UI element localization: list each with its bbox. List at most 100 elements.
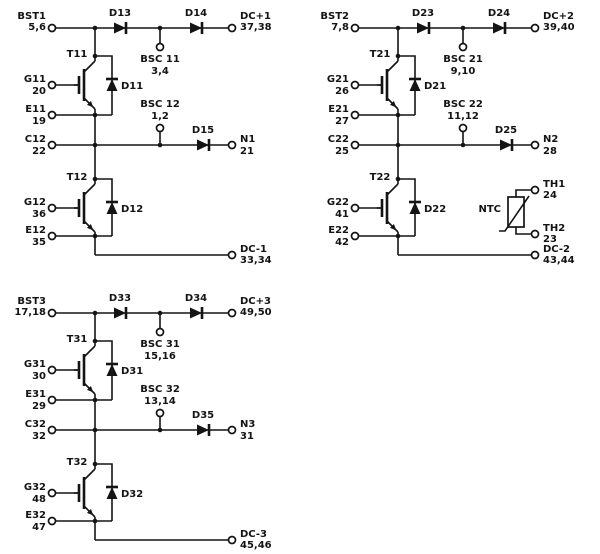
emitter-high-terminal-label: E31 bbox=[25, 389, 46, 400]
bst-terminal-label: BST1 bbox=[17, 11, 46, 22]
dc-plus-terminal-label: DC+1 bbox=[240, 11, 271, 22]
ntc-thermistor: NTC TH1 24 TH2 23 bbox=[478, 179, 565, 245]
bsc-top-terminal-label: BSC 21 bbox=[443, 54, 483, 65]
neutral-diode-label: D15 bbox=[192, 125, 214, 136]
bst-terminal-label: BST2 bbox=[320, 11, 349, 22]
gate-low-terminal-pin: 41 bbox=[335, 209, 349, 220]
bsc-mid-terminal-pins: 11,12 bbox=[447, 111, 479, 122]
neutral-terminal-pin: 28 bbox=[543, 146, 557, 157]
dc-minus-terminal-pins: 33,34 bbox=[240, 255, 272, 266]
gate-low-terminal-label: G32 bbox=[24, 482, 46, 493]
dc-minus-terminal-pins: 45,46 bbox=[240, 540, 272, 551]
half-bridge-module-3: BST3 17,18 D33 D34 BSC 31 15,16 DC+3 49,… bbox=[14, 293, 271, 551]
igbt-high-label: T21 bbox=[370, 49, 391, 60]
th2-terminal bbox=[530, 229, 540, 239]
boost-diode-right-label: D24 bbox=[488, 8, 510, 19]
dc-plus-terminal-label: DC+3 bbox=[240, 296, 271, 307]
dc-plus-terminal-pins: 39,40 bbox=[543, 22, 575, 33]
gate-low-terminal-pin: 48 bbox=[32, 494, 46, 505]
emitter-low-terminal-label: E12 bbox=[25, 225, 46, 236]
emitter-high-terminal-label: E11 bbox=[25, 104, 46, 115]
bst-terminal-pins: 17,18 bbox=[14, 307, 46, 318]
bst-terminal-label: BST3 bbox=[17, 296, 46, 307]
collector-mid-terminal-label: C32 bbox=[25, 419, 46, 430]
boost-diode-right-label: D34 bbox=[185, 293, 207, 304]
dc-minus-terminal-label: DC-3 bbox=[240, 529, 267, 540]
bsc-top-terminal-pins: 3,4 bbox=[151, 66, 169, 77]
emitter-low-terminal-label: E32 bbox=[25, 510, 46, 521]
boost-diode-left-label: D13 bbox=[109, 8, 131, 19]
gate-high-terminal-pin: 26 bbox=[335, 86, 349, 97]
collector-mid-terminal-pin: 32 bbox=[32, 431, 46, 442]
freewheel-diode-high-label: D31 bbox=[121, 366, 143, 377]
bsc-top-terminal-pins: 9,10 bbox=[451, 66, 476, 77]
emitter-low-terminal-label: E22 bbox=[328, 225, 349, 236]
dc-plus-terminal-pins: 49,50 bbox=[240, 307, 272, 318]
collector-mid-terminal-label: C12 bbox=[25, 134, 46, 145]
ntc-label: NTC bbox=[478, 204, 501, 215]
th2-terminal-pin: 23 bbox=[543, 234, 557, 245]
bsc-mid-terminal-label: BSC 12 bbox=[140, 99, 180, 110]
igbt-low-label: T32 bbox=[67, 457, 88, 468]
boost-diode-left-label: D23 bbox=[412, 8, 434, 19]
th1-terminal-pin: 24 bbox=[543, 190, 557, 201]
freewheel-diode-high-label: D11 bbox=[121, 81, 143, 92]
thermistor-strike bbox=[499, 195, 530, 232]
emitter-low-terminal-pin: 42 bbox=[335, 237, 349, 248]
th1-terminal-label: TH1 bbox=[543, 179, 565, 190]
bsc-top-terminal-pins: 15,16 bbox=[144, 351, 176, 362]
dc-minus-terminal-pins: 43,44 bbox=[543, 255, 575, 266]
half-bridge-module-1: BST1 5,6 D13 D14 BSC 11 3,4 DC+1 37,38 T… bbox=[17, 8, 271, 266]
bsc-top-terminal-label: BSC 31 bbox=[140, 339, 180, 350]
bst-terminal-pins: 5,6 bbox=[28, 22, 46, 33]
bsc-mid-terminal-label: BSC 32 bbox=[140, 384, 180, 395]
bsc-mid-terminal-pins: 13,14 bbox=[144, 396, 176, 407]
th1-terminal bbox=[530, 185, 540, 195]
gate-high-terminal-pin: 20 bbox=[32, 86, 46, 97]
collector-mid-terminal-pin: 25 bbox=[335, 146, 349, 157]
neutral-diode-label: D35 bbox=[192, 410, 214, 421]
gate-high-terminal-label: G21 bbox=[327, 74, 349, 85]
neutral-terminal-pin: 21 bbox=[240, 146, 254, 157]
dc-minus-terminal-label: DC-1 bbox=[240, 244, 267, 255]
boost-diode-right-label: D14 bbox=[185, 8, 207, 19]
emitter-high-terminal-pin: 29 bbox=[32, 401, 46, 412]
igbt-low-label: T12 bbox=[67, 172, 88, 183]
dc-plus-terminal-pins: 37,38 bbox=[240, 22, 272, 33]
emitter-high-terminal-label: E21 bbox=[328, 104, 349, 115]
freewheel-diode-high-label: D21 bbox=[424, 81, 446, 92]
neutral-diode-label: D25 bbox=[495, 125, 517, 136]
gate-low-terminal-label: G12 bbox=[24, 197, 46, 208]
half-bridge-module-2: BST2 7,8 D23 D24 BSC 21 9,10 DC+2 39,40 … bbox=[320, 8, 574, 266]
neutral-terminal-label: N1 bbox=[240, 134, 255, 145]
bsc-mid-terminal-label: BSC 22 bbox=[443, 99, 483, 110]
emitter-high-terminal-pin: 27 bbox=[335, 116, 349, 127]
emitter-high-terminal-pin: 19 bbox=[32, 116, 46, 127]
neutral-terminal-label: N3 bbox=[240, 419, 255, 430]
dc-minus-terminal-label: DC-2 bbox=[543, 244, 570, 255]
igbt-high-label: T31 bbox=[67, 334, 88, 345]
bsc-top-terminal-label: BSC 11 bbox=[140, 54, 180, 65]
boost-diode-left-label: D33 bbox=[109, 293, 131, 304]
collector-mid-terminal-pin: 22 bbox=[32, 146, 46, 157]
neutral-terminal-label: N2 bbox=[543, 134, 558, 145]
neutral-terminal-pin: 31 bbox=[240, 431, 254, 442]
gate-low-terminal-label: G22 bbox=[327, 197, 349, 208]
gate-low-terminal-pin: 36 bbox=[32, 209, 46, 220]
gate-high-terminal-pin: 30 bbox=[32, 371, 46, 382]
freewheel-diode-low-label: D12 bbox=[121, 204, 143, 215]
bsc-mid-terminal-pins: 1,2 bbox=[151, 111, 169, 122]
gate-high-terminal-label: G11 bbox=[24, 74, 46, 85]
freewheel-diode-low-label: D32 bbox=[121, 489, 143, 500]
th2-terminal-label: TH2 bbox=[543, 223, 565, 234]
emitter-low-terminal-pin: 35 bbox=[32, 237, 46, 248]
emitter-low-terminal-pin: 47 bbox=[32, 522, 46, 533]
collector-mid-terminal-label: C22 bbox=[328, 134, 349, 145]
dc-plus-terminal-label: DC+2 bbox=[543, 11, 574, 22]
bst-terminal-pins: 7,8 bbox=[331, 22, 349, 33]
igbt-high-label: T11 bbox=[67, 49, 88, 60]
gate-high-terminal-label: G31 bbox=[24, 359, 46, 370]
freewheel-diode-low-label: D22 bbox=[424, 204, 446, 215]
